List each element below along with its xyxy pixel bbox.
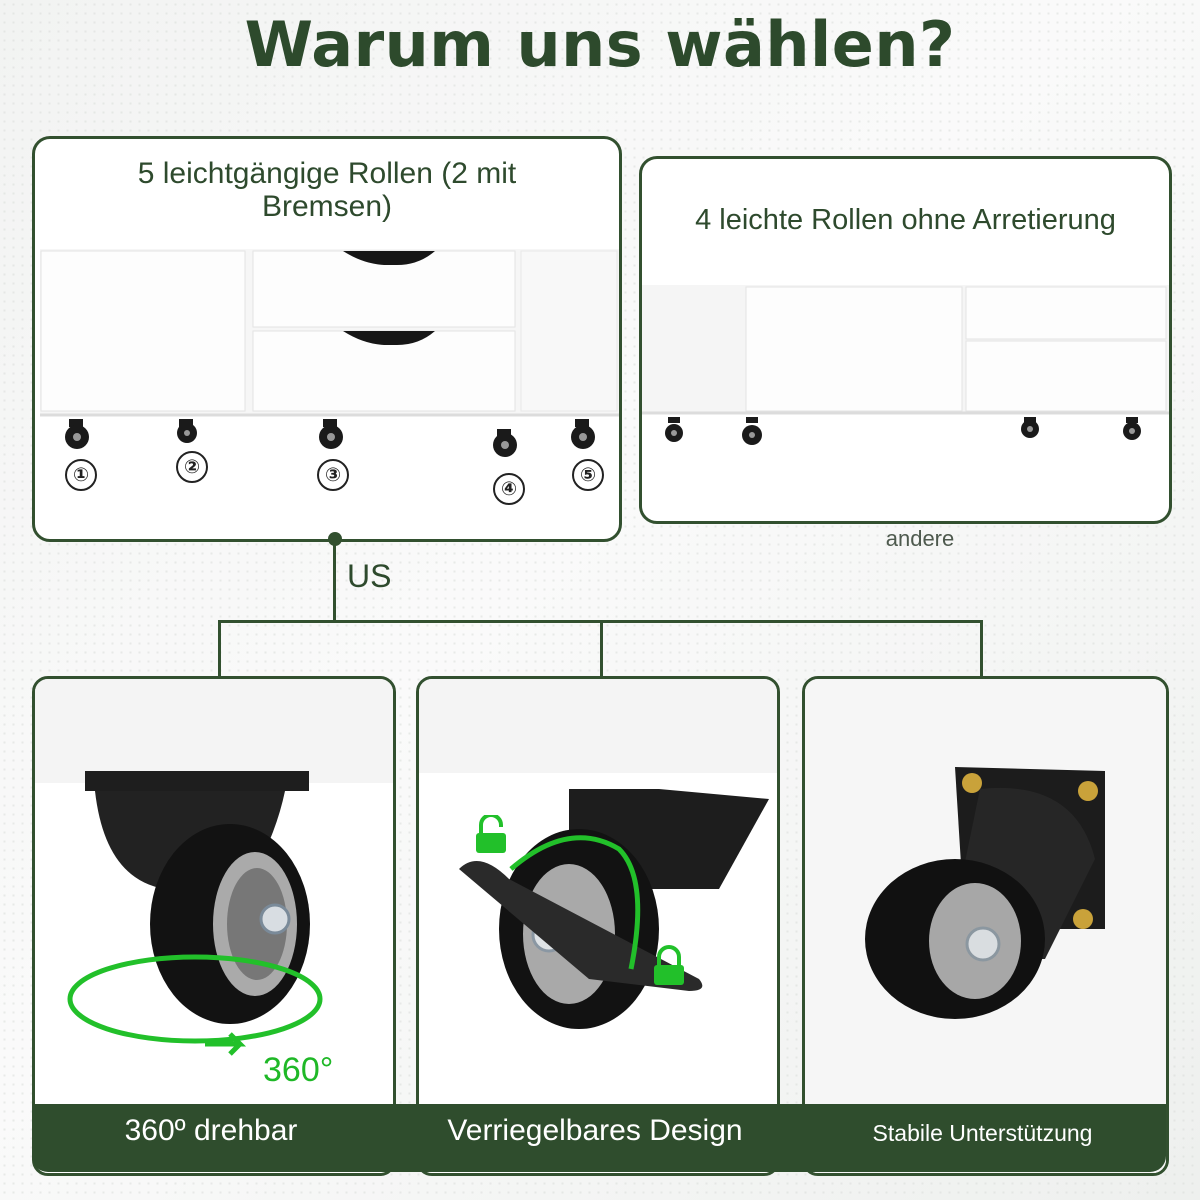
us-wheels	[65, 419, 595, 457]
connector-dot	[328, 532, 342, 546]
us-comparison-card: 5 leichtgängige Rollen (2 mit Bremsen) ①…	[32, 136, 622, 542]
rotation-degree-text: 360°	[263, 1051, 334, 1089]
lock-caster-illustration	[419, 679, 777, 1029]
feature-label-lock: Verriegelbares Design	[447, 1114, 743, 1147]
wheel-number-2: ②	[176, 451, 208, 483]
us-label: US	[347, 558, 392, 594]
feature-card-lock	[416, 676, 780, 1176]
feature-label-stability: Stabile Unterstützung	[872, 1120, 1093, 1146]
other-comparison-card: 4 leichte Rollen ohne Arretierung	[639, 156, 1172, 524]
wheel-number-3: ③	[317, 459, 349, 491]
other-card-text: 4 leichte Rollen ohne Arretierung	[695, 204, 1116, 236]
connector-vertical	[333, 540, 336, 622]
wheel-number-1: ①	[65, 459, 97, 491]
feature-label-swivel: 360º drehbar	[124, 1114, 298, 1147]
us-cabinet-illustration	[40, 249, 619, 417]
page-title: Warum uns wählen?	[244, 8, 956, 81]
connector-branch-2	[600, 620, 603, 678]
connector-branch-1	[218, 620, 221, 678]
connector-branch-3	[980, 620, 983, 678]
wheel-number-4: ④	[493, 473, 525, 505]
swivel-caster-illustration	[35, 679, 393, 1056]
feature-card-stability	[802, 676, 1169, 1176]
feature-card-swivel: 360°	[32, 676, 396, 1176]
other-caption: andere	[885, 526, 955, 551]
mounted-caster-illustration	[805, 679, 1166, 1173]
other-cabinet-illustration	[642, 285, 1169, 445]
features-footer-bar	[32, 1104, 1166, 1172]
us-card-text: 5 leichtgängige Rollen (2 mit Bremsen)	[137, 157, 517, 223]
wheel-number-5: ⑤	[572, 459, 604, 491]
